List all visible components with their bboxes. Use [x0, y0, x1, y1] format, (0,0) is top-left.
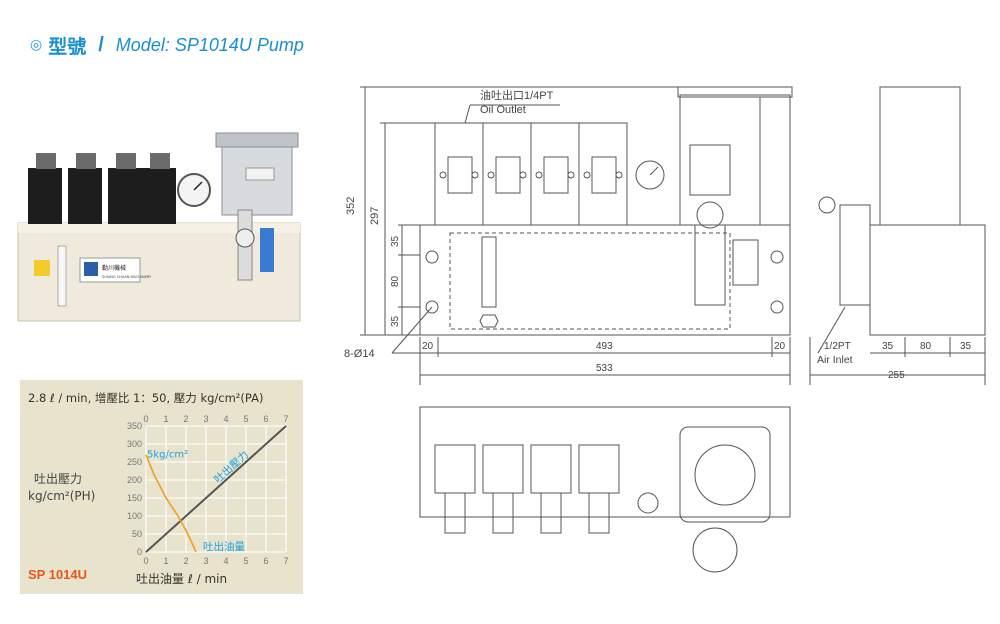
- chart-model-label: SP 1014U: [28, 567, 87, 582]
- chart-xlabel: 吐出油量 ℓ / min: [136, 572, 227, 586]
- product-photo: 勤川機械 SHIANG CHUAN MACHINERY: [16, 128, 304, 324]
- dim-493: 493: [596, 341, 613, 352]
- dim-352: 352: [345, 197, 357, 215]
- y-tick-label: 50: [132, 529, 142, 539]
- side-base-plate: [869, 224, 986, 336]
- y-tick-label: 100: [127, 511, 142, 521]
- dim-20-right: 20: [774, 341, 786, 352]
- dim-533: 533: [596, 363, 613, 374]
- y-tick-label: 250: [127, 457, 142, 467]
- x-tick-label: 2: [183, 556, 188, 566]
- chart-ylabel-line2: kg/cm²(PH): [28, 489, 95, 503]
- y-tick-label: 300: [127, 439, 142, 449]
- y-tick-label: 150: [127, 493, 142, 503]
- dim-35-bottom: 35: [390, 315, 401, 327]
- x-tick-label: 5: [243, 556, 248, 566]
- top-tick-label: 7: [283, 414, 288, 424]
- page-header: ◎ 型號 / Model: SP1014U Pump: [30, 30, 304, 60]
- valve-stack: [434, 122, 628, 226]
- header-title-zh: 型號: [48, 35, 87, 58]
- x-tick-label: 0: [143, 556, 148, 566]
- y-tick-label: 0: [137, 547, 142, 557]
- drain-plug: [479, 314, 499, 328]
- chart-header: 2.8 ℓ / min, 增壓比 1：50, 壓力 kg/cm²(PA): [28, 391, 263, 405]
- chart-ylabel-line1: 吐出壓力: [34, 472, 82, 486]
- top-tick-label: 4: [223, 414, 228, 424]
- top-tick-label: 3: [203, 414, 208, 424]
- top-view-base: [419, 406, 791, 518]
- dim-35-top: 35: [390, 235, 401, 247]
- y-tick-label: 350: [127, 421, 142, 431]
- lubricator: [732, 239, 759, 286]
- pressure-line: [145, 425, 287, 553]
- top-tick-label: 5: [243, 414, 248, 424]
- brand-sub: SHIANG CHUAN MACHINERY: [102, 275, 152, 279]
- x-tick-label: 7: [283, 556, 288, 566]
- chart-grid: [145, 425, 287, 553]
- top-cylinder: [679, 426, 771, 523]
- brand-label: 勤川機械: [102, 264, 126, 272]
- mount-hole: [770, 250, 784, 264]
- label-air-inlet: Air Inlet: [817, 354, 853, 366]
- side-dim-35-right: 35: [960, 341, 972, 352]
- dim-297: 297: [369, 207, 381, 225]
- performance-chart: 2.8 ℓ / min, 增壓比 1：50, 壓力 kg/cm²(PA) 吐出壓…: [28, 391, 289, 586]
- side-dim-80: 80: [920, 341, 932, 352]
- front-base-plate: [419, 224, 791, 336]
- dim-holes: 8-Ø14: [344, 348, 375, 360]
- label-oil-outlet-zh: 油吐出口1/4PT: [480, 88, 554, 102]
- chart-ticks: 0 1 2 3 4 5 6 7 0 1 2 3 4 5 6 7 0 50 100 150 200 250 300 350: [127, 414, 289, 566]
- technical-drawing: 油吐出口1/4PT Oil Outlet 352 297 35 80 35 8-…: [340, 75, 990, 605]
- level-gauge: [481, 236, 497, 308]
- top-tick-label: 1: [163, 414, 168, 424]
- dim-20-left: 20: [422, 341, 434, 352]
- y-tick-label: 200: [127, 475, 142, 485]
- header-separator: /: [98, 33, 104, 56]
- side-cylinder: [879, 86, 961, 226]
- x-tick-label: 1: [163, 556, 168, 566]
- annotation-air-pressure: 5kg/cm²: [147, 450, 188, 461]
- side-dim-1-2pt: 1/2PT: [824, 341, 851, 352]
- side-dim-255: 255: [888, 370, 905, 381]
- pressure-gauge: [635, 160, 665, 190]
- label-oil-outlet-en: Oil Outlet: [480, 104, 526, 116]
- x-tick-label: 4: [223, 556, 228, 566]
- front-tank-dashed: [449, 232, 731, 330]
- chart-series: [145, 425, 287, 553]
- side-dim-35-left: 35: [882, 341, 894, 352]
- annotation-discharge-flow: 吐出油量: [203, 540, 245, 553]
- performance-chart-panel: 2.8 ℓ / min, 增壓比 1：50, 壓力 kg/cm²(PA) 吐出壓…: [20, 380, 303, 594]
- header-bullet: ◎: [30, 37, 43, 53]
- mount-hole: [425, 300, 439, 314]
- top-tick-label: 2: [183, 414, 188, 424]
- x-tick-label: 6: [263, 556, 268, 566]
- header-model: Model: SP1014U Pump: [115, 34, 304, 55]
- booster-cylinder: [679, 94, 791, 226]
- regulator-gauge: [696, 201, 724, 229]
- x-tick-label: 3: [203, 556, 208, 566]
- top-tick-label: 6: [263, 414, 268, 424]
- top-tick-label: 0: [143, 414, 148, 424]
- dim-80: 80: [390, 275, 401, 287]
- flow-curve: [145, 454, 197, 553]
- mount-hole: [425, 250, 439, 264]
- side-filter: [839, 204, 871, 306]
- mount-hole: [770, 300, 784, 314]
